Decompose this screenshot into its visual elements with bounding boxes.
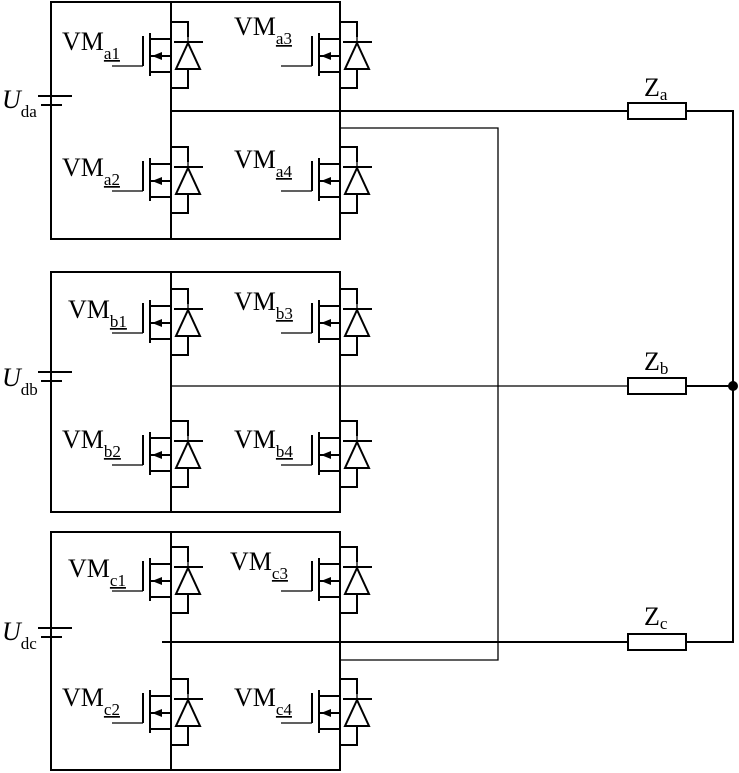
switch-label-c2: VMc2 <box>62 683 120 719</box>
module-a: Uda VMa1 VMa3 VMa2 VMa4 <box>2 1 373 240</box>
switch-label-c3: VMc3 <box>230 547 288 583</box>
dc-source-udc: Udc <box>2 532 72 770</box>
interconnect-wiring: Za Zb Zc <box>162 73 738 661</box>
switch-vm-a4 <box>280 146 373 214</box>
switch-vm-a2 <box>111 146 204 214</box>
switch-label-a3: VMa3 <box>234 12 292 48</box>
switch-vm-c3 <box>280 546 373 614</box>
switch-label-b1: VMb1 <box>68 295 127 331</box>
switch-label-a4: VMa4 <box>234 145 292 181</box>
switch-vm-c2 <box>111 678 204 746</box>
load-label-za: Za <box>644 73 668 104</box>
module-c: Udc VMc1 VMc3 VMc2 VMc4 <box>2 531 373 771</box>
switch-vm-b4 <box>280 420 373 488</box>
module-b: Udb VMb1 VMb3 VMb2 VMb4 <box>2 271 373 513</box>
switch-vm-a1 <box>111 21 204 89</box>
source-label-udc: Udc <box>2 617 37 653</box>
series-link-wire <box>340 127 499 661</box>
source-label-udb: Udb <box>2 363 38 399</box>
switch-label-a2: VMa2 <box>62 153 120 189</box>
switch-label-a1: VMa1 <box>62 27 120 63</box>
load-label-zb: Zb <box>644 347 668 378</box>
dc-source-udb: Udb <box>2 272 72 512</box>
load-impedance-za <box>627 102 687 120</box>
switch-vm-a3 <box>280 21 373 89</box>
switch-vm-c4 <box>280 678 373 746</box>
switch-vm-b2 <box>111 420 204 488</box>
neutral-junction-dot <box>728 381 738 391</box>
load-label-zc: Zc <box>644 602 668 633</box>
switch-label-b4: VMb4 <box>234 425 293 461</box>
switch-label-b2: VMb2 <box>62 425 121 461</box>
neutral-star-bus <box>686 110 734 643</box>
switch-label-c4: VMc4 <box>234 683 292 719</box>
source-label-uda: Uda <box>2 85 37 121</box>
switch-label-b3: VMb3 <box>234 287 293 323</box>
load-impedance-zc <box>627 633 687 651</box>
dc-source-uda: Uda <box>2 2 72 239</box>
load-impedance-zb <box>627 377 687 395</box>
switch-vm-b3 <box>280 288 373 356</box>
switch-label-c1: VMc1 <box>68 554 126 590</box>
